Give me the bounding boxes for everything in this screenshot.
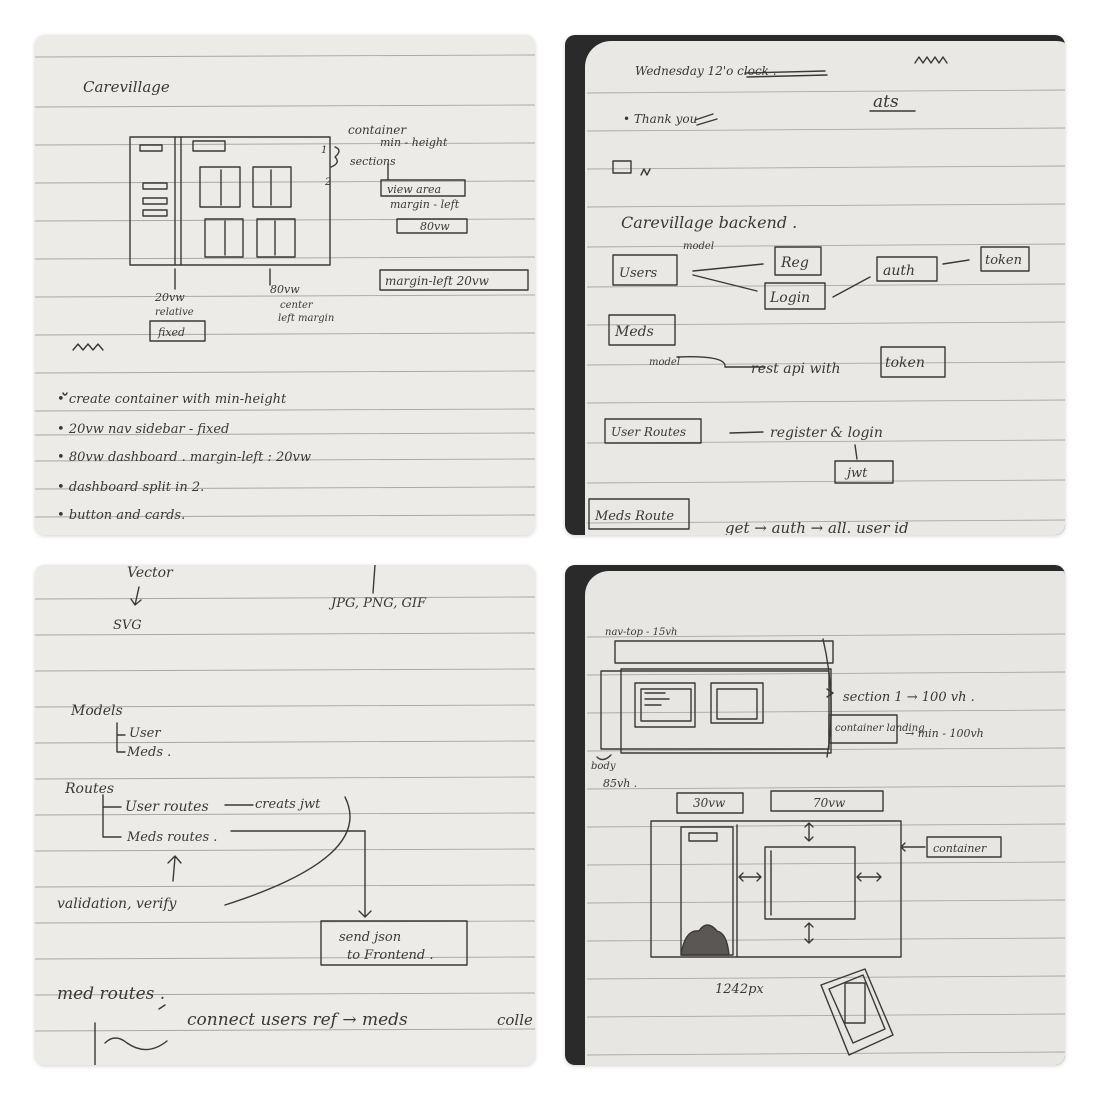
token-box: token bbox=[985, 253, 1022, 268]
meds-routes-label: Meds routes . bbox=[126, 830, 217, 845]
photo-tile-landing-sketch: nav-top - 15vh section 1 → 100 vh . cont… bbox=[565, 565, 1065, 1065]
label-min-height: min - height bbox=[380, 136, 448, 149]
section1-label: section 1 → 100 vh . bbox=[843, 690, 975, 705]
label-20vw: 20vw bbox=[154, 291, 185, 304]
reg-box: Reg bbox=[780, 255, 809, 271]
list-item: • create container with min-height bbox=[57, 392, 287, 407]
meds-box: Meds bbox=[614, 324, 654, 340]
jwt-box: jwt bbox=[844, 466, 868, 481]
landing-wireframe bbox=[596, 638, 1002, 1056]
container-label: container bbox=[933, 842, 987, 855]
ats-note: ats bbox=[873, 92, 899, 112]
meds-route-tail: get → auth → all. user id bbox=[725, 519, 909, 535]
meds-route-box: Meds Route bbox=[594, 509, 674, 524]
ruled-lines: Carevillage container min - height secti… bbox=[35, 54, 535, 523]
model-label: model bbox=[683, 241, 714, 252]
label-80vw: 80vw bbox=[270, 283, 300, 296]
photo-tile-backend-notes: Wednesday 12'o clock . • Thank you ats C… bbox=[565, 35, 1065, 535]
label-relative: relative bbox=[155, 307, 194, 318]
px-label: 1242px bbox=[715, 982, 764, 997]
container-landing-label: container landing bbox=[835, 723, 925, 734]
wireframe-sketch bbox=[62, 136, 529, 396]
model-user: User bbox=[129, 726, 161, 741]
connect-note: connect users ref → meds bbox=[187, 1010, 408, 1030]
body-label: body bbox=[591, 761, 616, 772]
ruled-lines: Wednesday 12'o clock . • Thank you ats C… bbox=[586, 56, 1065, 535]
notebook-page bbox=[35, 35, 535, 535]
connect-note-tail: colle bbox=[497, 1011, 533, 1029]
to-frontend-label: to Frontend . bbox=[347, 948, 434, 963]
label-fixed: fixed bbox=[157, 326, 185, 339]
models-heading: Models bbox=[70, 703, 123, 719]
width-30vw-label: 30vw bbox=[693, 796, 726, 810]
label-center: center bbox=[280, 300, 314, 311]
login-box: Login bbox=[769, 290, 810, 306]
label-left-margin: left margin bbox=[278, 313, 334, 324]
label-two: 2 bbox=[324, 177, 331, 188]
users-box: Users bbox=[619, 266, 658, 281]
notebook-page bbox=[585, 571, 1065, 1065]
token-box-2: token bbox=[885, 355, 925, 371]
label-sections: sections bbox=[350, 155, 396, 168]
navtop-label: nav-top - 15vh bbox=[605, 627, 677, 638]
svg-label: SVG bbox=[113, 618, 142, 633]
ruled-lines: Vector SVG JPG, PNG, GIF Models User Med… bbox=[35, 565, 535, 1065]
label-container: container bbox=[348, 123, 407, 137]
list-item: • 80vw dashboard . margin-left : 20vw bbox=[57, 450, 311, 465]
creates-jwt-label: creats jwt bbox=[255, 797, 321, 812]
model-meds: Meds . bbox=[126, 745, 171, 760]
page-title: Carevillage bbox=[83, 78, 170, 96]
section-heading: Carevillage backend . bbox=[621, 213, 797, 232]
label-one: 1 bbox=[321, 145, 327, 156]
photo-tile-layout-sketch: Carevillage container min - height secti… bbox=[35, 35, 535, 535]
body-85vh-label: 85vh . bbox=[603, 777, 637, 790]
auth-box: auth bbox=[883, 263, 915, 279]
width-70vw-label: 70vw bbox=[813, 796, 846, 810]
model-label-2: model bbox=[649, 357, 680, 368]
thank-you-note: • Thank you bbox=[623, 112, 697, 126]
label-80vw-box: 80vw bbox=[420, 220, 450, 233]
label-margin-left-20vw: margin-left 20vw bbox=[385, 274, 490, 288]
raster-formats-label: JPG, PNG, GIF bbox=[328, 596, 427, 611]
list-item: • button and cards. bbox=[57, 508, 185, 523]
routes-heading: Routes bbox=[64, 781, 114, 797]
vector-label: Vector bbox=[127, 565, 174, 581]
photo-tile-models-routes: Vector SVG JPG, PNG, GIF Models User Med… bbox=[35, 565, 535, 1065]
label-view-area: view area bbox=[387, 183, 441, 196]
user-routes-label: User routes bbox=[125, 799, 209, 815]
med-routes-heading: med routes . bbox=[57, 984, 165, 1004]
label-margin-left: margin - left bbox=[390, 198, 460, 211]
register-login-note: register & login bbox=[770, 425, 883, 441]
send-json-label: send json bbox=[339, 930, 401, 945]
rest-api-note: rest api with bbox=[751, 361, 841, 377]
list-item: • 20vw nav sidebar - fixed bbox=[57, 422, 229, 437]
validation-label: validation, verify bbox=[57, 896, 178, 912]
user-routes-box: User Routes bbox=[611, 425, 686, 439]
bullet-list: • create container with min-height • 20v… bbox=[57, 392, 311, 523]
backend-diagram bbox=[588, 56, 1030, 530]
min-100vh-label: → min - 100vh bbox=[905, 727, 984, 740]
date-heading: Wednesday 12'o clock . bbox=[635, 64, 777, 78]
list-item: • dashboard split in 2. bbox=[57, 480, 204, 495]
ruled-lines: nav-top - 15vh section 1 → 100 vh . cont… bbox=[586, 627, 1065, 1056]
routes-diagram bbox=[94, 565, 468, 1065]
